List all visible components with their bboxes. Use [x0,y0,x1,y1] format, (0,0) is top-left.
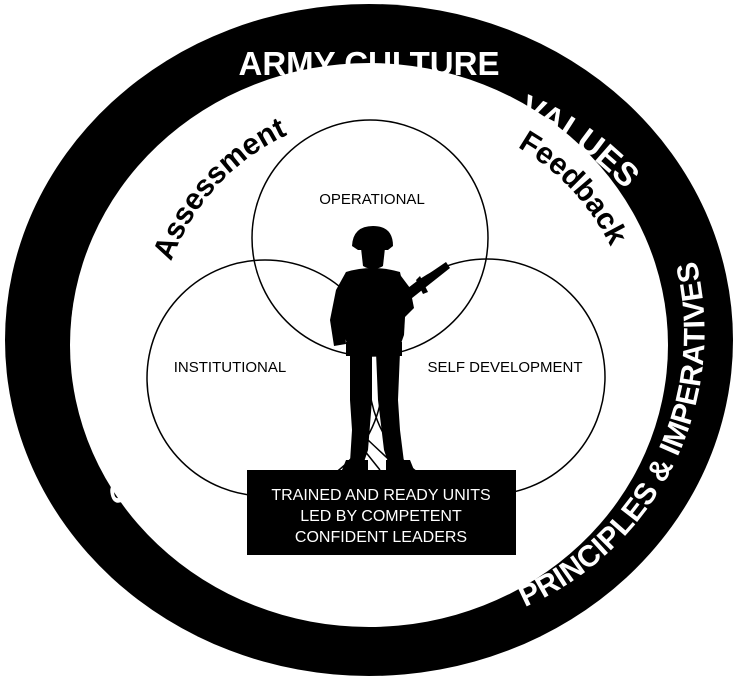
army-culture-label: ARMY CULTURE [239,45,500,82]
outcome-line-2: LED BY COMPETENT [300,508,462,525]
outcome-line-1: TRAINED AND READY UNITS [271,487,490,504]
operational-label: OPERATIONAL [319,191,425,208]
institutional-label: INSTITUTIONAL [174,359,287,376]
outcome-line-3: CONFIDENT LEADERS [295,529,467,546]
outcome-box [247,470,516,555]
self-development-label: SELF DEVELOPMENT [427,359,582,376]
soldier-silhouette [330,226,450,470]
